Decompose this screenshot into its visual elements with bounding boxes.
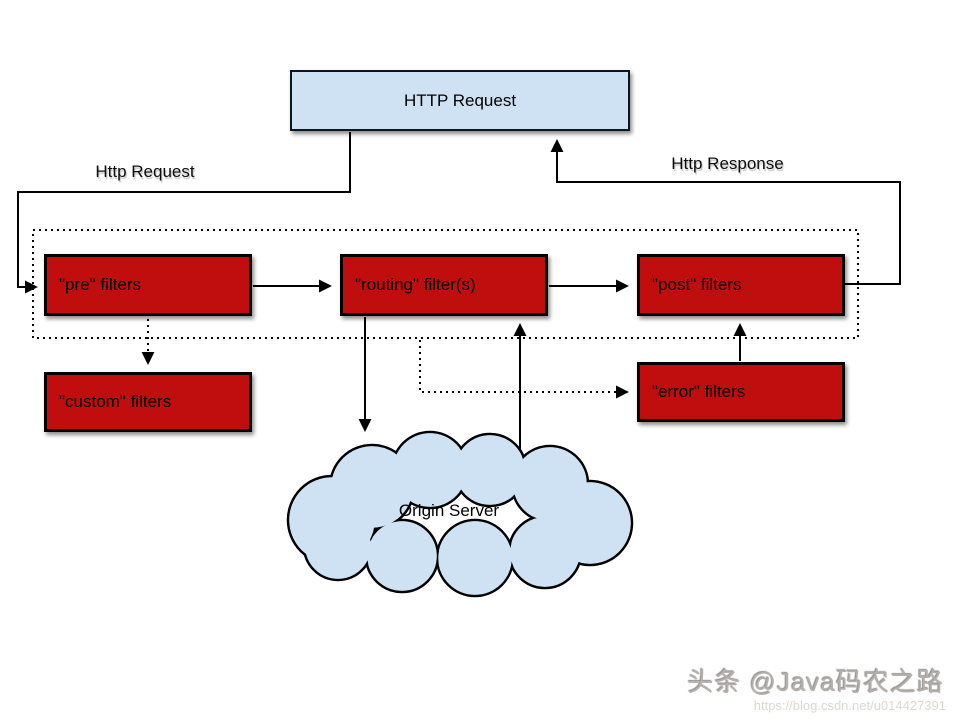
node-post-filters-label: "post" filters xyxy=(652,275,742,294)
node-error-filters-label: "error" filters xyxy=(652,382,746,401)
node-routing-filters-label: "routing" filter(s) xyxy=(355,275,476,294)
node-error-filters: "error" filters xyxy=(637,362,845,422)
edge-label-http-response: Http Response xyxy=(671,154,784,173)
node-post-filters: "post" filters xyxy=(637,254,845,316)
connector-routing-to-error xyxy=(419,340,629,399)
node-http-request: HTTP Request xyxy=(290,70,630,131)
watermark-byline: 头条 @Java码农之路 xyxy=(687,667,944,697)
node-pre-filters-label: "pre" filters xyxy=(59,275,141,294)
node-custom-filters: "custom" filters xyxy=(44,372,252,432)
origin-server-cloud xyxy=(286,430,634,598)
node-http-request-label: HTTP Request xyxy=(403,90,517,110)
connector-response-path xyxy=(550,139,901,285)
edge-label-http-request: Http Request xyxy=(95,162,195,181)
filter-chain-dotted-region xyxy=(32,229,859,339)
node-routing-filters: "routing" filter(s) xyxy=(340,254,548,316)
node-custom-filters-label: "custom" filters xyxy=(59,392,172,411)
connector-request-path xyxy=(17,132,351,294)
node-origin-server-label: Origin Server xyxy=(398,501,500,520)
watermark-url: https://blog.csdn.net/u014427391 xyxy=(753,698,946,713)
node-pre-filters: "pre" filters xyxy=(44,254,252,316)
